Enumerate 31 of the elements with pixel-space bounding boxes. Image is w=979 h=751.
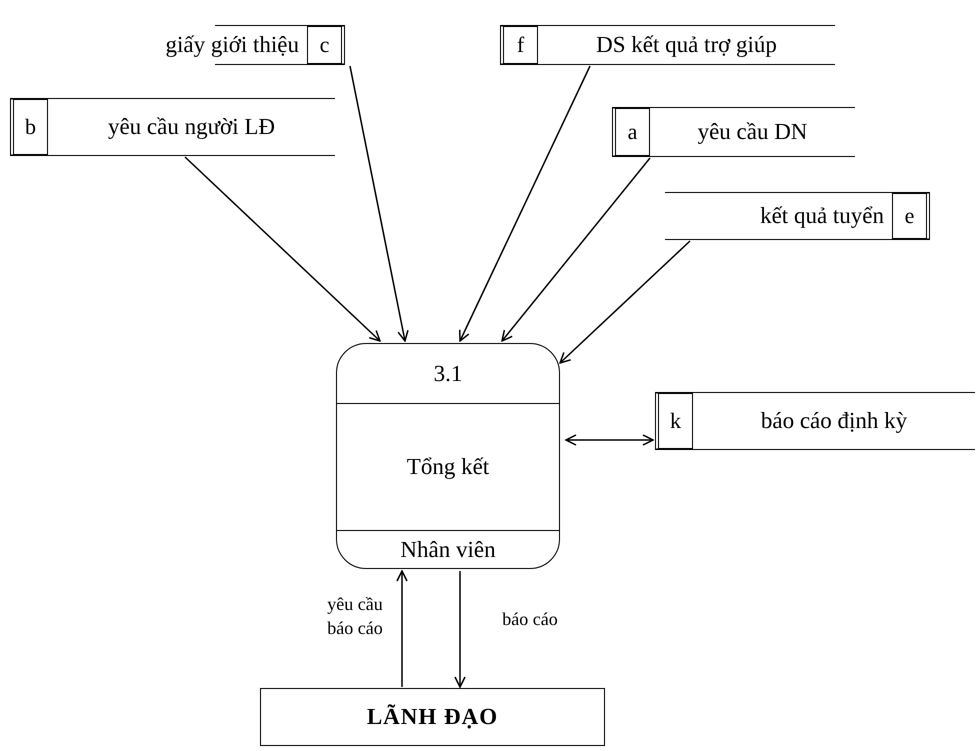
store-name: giấy giới thiệu [164,31,300,59]
arrow [184,156,381,342]
data-store [665,192,930,240]
arrow [459,66,591,342]
entity-name: LÃNH ĐẠO [366,704,498,730]
store-name: DS kết quả trợ giúp [595,31,778,59]
arrow [349,66,409,342]
arrow [559,240,691,364]
store-id: c [307,26,345,64]
process-name: Tổng kết [406,453,490,481]
arrow [396,570,408,687]
store-id: f [500,26,538,64]
data-store [612,107,855,157]
data-store [655,392,975,450]
arrow [565,434,654,446]
arrow [454,571,466,688]
process-number: 3.1 [337,344,559,404]
store-id: k [655,393,693,449]
store-id: b [10,99,48,155]
data-store [500,25,835,65]
store-name: kết quả tuyển [759,202,885,230]
store-name: yêu cầu người LĐ [106,113,276,141]
external-entity-box [260,688,605,746]
store-name: báo cáo định kỳ [760,407,908,435]
process-box [336,343,560,569]
store-id: e [892,193,930,239]
store-id: a [612,108,650,156]
store-name: yêu cầu DN [696,118,808,146]
data-store [10,98,335,156]
process-actor: Nhân viên [337,530,559,568]
arrow [501,158,651,342]
